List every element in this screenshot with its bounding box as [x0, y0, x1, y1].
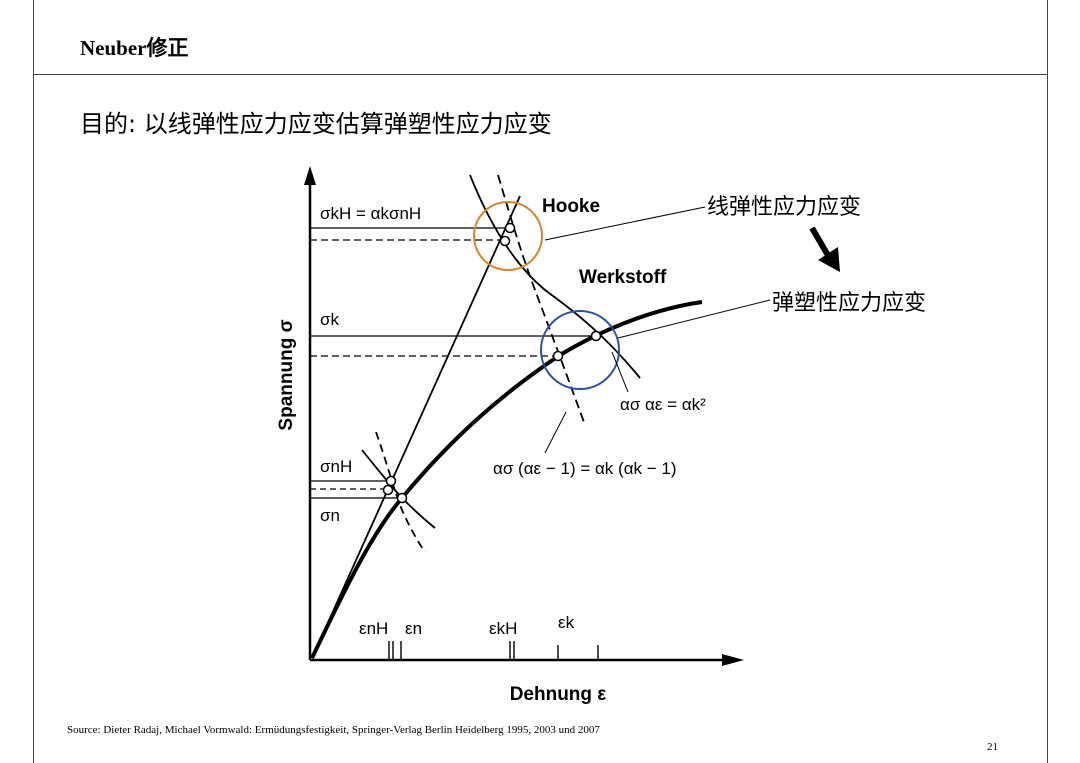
modified-equation: ασ (αε − 1) = αk (αk − 1) [493, 459, 677, 478]
x-axis-arrow [722, 654, 744, 666]
x-axis-label: Dehnung ε [510, 684, 607, 705]
neuber-equation: ασ αε = αk² [620, 395, 706, 414]
annotation-arrow-shaft [809, 226, 832, 259]
point-n-mid [382, 484, 394, 496]
linear-elastic-highlight-circle [473, 201, 543, 271]
elastic-plastic-annotation: 弹塑性应力应变 [772, 291, 926, 316]
linear-elastic-annotation: 线弹性应力应变 [707, 195, 861, 220]
hooke-line [311, 195, 521, 659]
hooke-label: Hooke [542, 196, 600, 217]
modified-eq-leader [544, 411, 567, 454]
x-tick-en: εn [405, 619, 422, 638]
source-citation: Source: Dieter Radaj, Michael Vormwald: … [67, 724, 600, 736]
point-werkstoff-k [590, 330, 602, 342]
intersection-points [382, 222, 602, 504]
page-number: 21 [987, 741, 998, 753]
y-tick-sigma-k: σk [320, 310, 339, 329]
x-tick-enh: εnH [359, 619, 388, 638]
y-axis-arrow [304, 166, 316, 185]
x-tick-ekh: εkH [489, 619, 517, 638]
strain-ticks [388, 641, 599, 660]
elastic-plastic-highlight-circle [540, 310, 620, 390]
slide-frame-left [33, 0, 34, 763]
point-nh [385, 475, 397, 487]
point-n [396, 492, 408, 504]
werkstoff-curve [310, 300, 703, 659]
axes [304, 166, 744, 666]
modified-hyperbola-upper [497, 174, 586, 426]
modified-hyperbola-lower [375, 431, 426, 553]
x-tick-ek: εk [558, 613, 575, 632]
elastic-plastic-leader [617, 299, 771, 339]
linear-elastic-leader [544, 206, 706, 241]
slide-purpose-text: 目的: 以线弹性应力应变估算弹塑性应力应变 [80, 110, 552, 138]
stress-reference-lines [310, 227, 596, 499]
slide-frame-right [1047, 0, 1048, 763]
header-divider [33, 74, 1048, 75]
point-hooke-upper [504, 222, 516, 234]
slide-title: Neuber修正 [80, 36, 189, 60]
y-tick-sigma-kh: σkH = αkσnH [320, 204, 421, 223]
y-tick-sigma-n: σn [320, 506, 340, 525]
annotation-arrow-head [818, 247, 840, 272]
werkstoff-label: Werkstoff [579, 267, 667, 288]
y-tick-sigma-nh: σnH [320, 457, 352, 476]
point-werkstoff-dashed [552, 350, 564, 362]
neuber-hyperbola-upper [469, 174, 641, 379]
point-hooke-lower [499, 235, 511, 247]
y-axis-label: Spannung σ [276, 319, 297, 430]
neuber-eq-leader [611, 351, 629, 393]
